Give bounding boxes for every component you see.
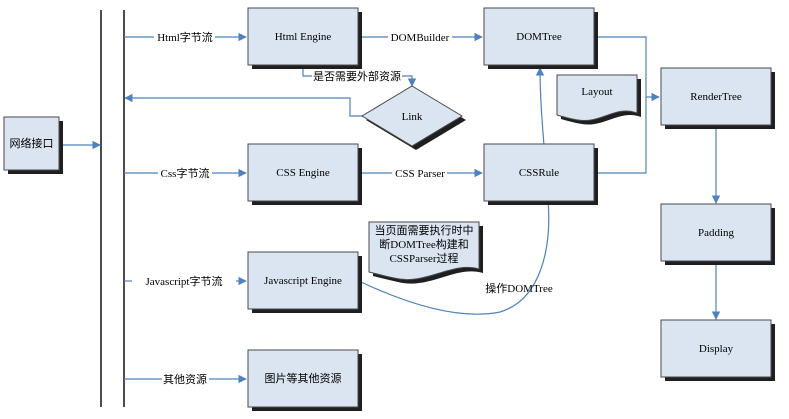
css-engine-node [247, 143, 359, 202]
arrow-dom-to-render [596, 36, 660, 102]
arrow-js-to-dom [360, 67, 550, 315]
css-engine-label: CSS Engine [276, 167, 330, 179]
render-tree-node [660, 67, 772, 126]
link-label: Link [402, 111, 423, 123]
note-line-3: CSSParser过程 [389, 252, 458, 265]
arrow-link-to-bus [124, 93, 366, 117]
css-rule-label: CSSRule [519, 167, 559, 179]
network-interface-node [3, 116, 60, 171]
edge-label-css-stream: Css字节流 [161, 166, 210, 180]
javascript-engine-node [247, 251, 359, 310]
dom-tree-node [483, 7, 595, 66]
link-decision-node [361, 85, 463, 147]
html-engine-node [247, 7, 359, 66]
note-line-2: 断DOMTree构建和 [379, 237, 468, 251]
html-engine-label: Html Engine [275, 31, 332, 43]
padding-node [660, 203, 772, 262]
edge-label-operate-dom: 操作DOMTree [485, 281, 553, 295]
network-interface-label: 网络接口 [10, 136, 54, 150]
edge-label-other-stream: 其他资源 [163, 372, 207, 386]
edge-label-dom-builder: DOMBuilder [391, 32, 450, 44]
other-resources-label: 图片等其他资源 [265, 371, 342, 385]
edge-label-html-stream: Html字节流 [157, 30, 213, 44]
display-node [660, 319, 772, 378]
edge-label-js-stream: Javascript字节流 [146, 274, 223, 288]
arrow-html-to-link-b [402, 75, 417, 87]
other-resources-node [247, 349, 359, 408]
arrow-html-to-link-a [302, 66, 312, 77]
interrupt-note-node [368, 221, 480, 280]
padding-label: Padding [698, 227, 735, 239]
note-line-1: 当页面需要执行时中 [375, 223, 474, 237]
css-rule-node [483, 143, 595, 202]
layout-label: Layout [581, 86, 612, 98]
edge-label-need-external: 是否需要外部资源 [313, 69, 401, 83]
javascript-engine-label: Javascript Engine [264, 275, 342, 287]
render-tree-label: RenderTree [690, 91, 742, 103]
layout-document-node [556, 74, 638, 122]
edge-label-css-parser: CSS Parser [395, 168, 445, 180]
arrow-rule-to-render [596, 97, 647, 174]
display-label: Display [699, 343, 734, 355]
dom-tree-label: DOMTree [516, 31, 562, 43]
